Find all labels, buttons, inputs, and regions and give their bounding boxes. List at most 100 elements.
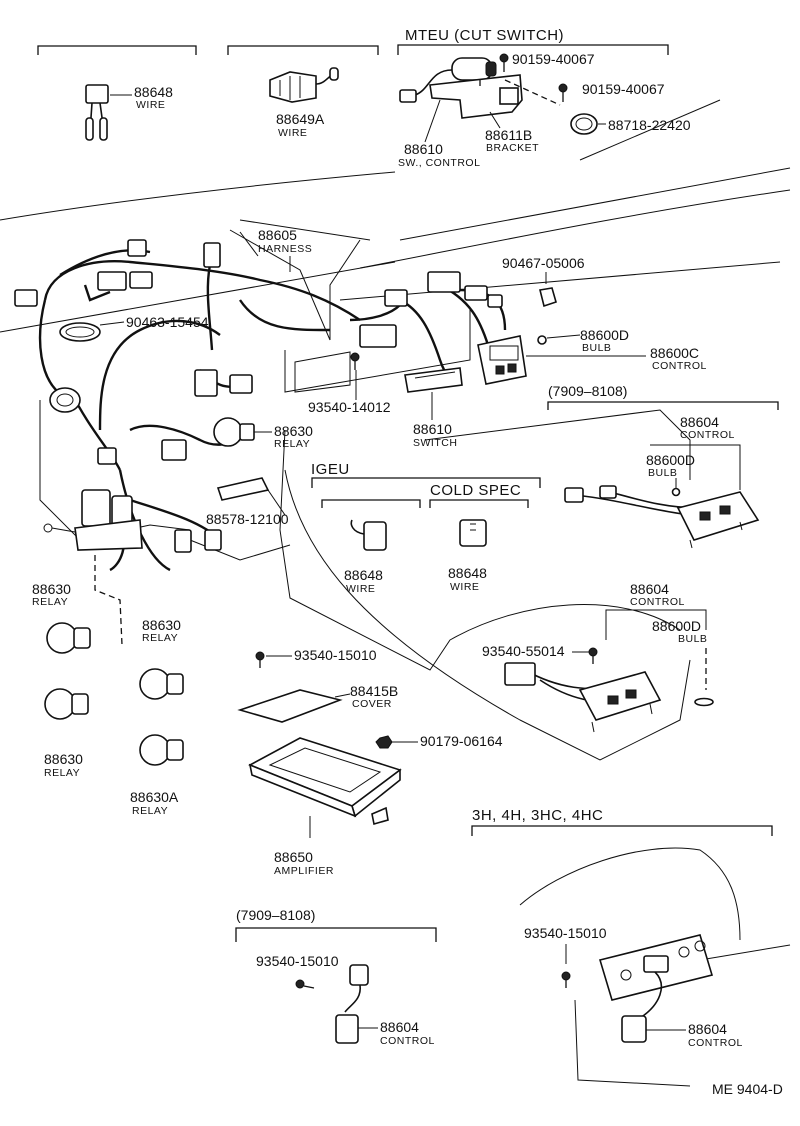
part-number: 88578-12100 — [206, 511, 289, 527]
bolt-icon — [499, 53, 509, 63]
clip-icon — [539, 287, 557, 308]
part-number: 88600D — [652, 618, 701, 634]
part-88630-relay-d[interactable]: 88630 RELAY — [44, 688, 89, 779]
part-name: BULB — [678, 633, 707, 645]
part-88415b-cover[interactable]: 88415B COVER — [237, 683, 398, 723]
control-panel-icon — [578, 671, 662, 721]
part-name: WIRE — [278, 127, 307, 139]
part-88630-relay-c[interactable]: 88630 RELAY — [139, 617, 184, 700]
part-90179-nut[interactable]: 90179-06164 — [375, 733, 503, 749]
part-88604-control-mid[interactable]: 88604 CONTROL 88600D BULB 93540-55014 — [482, 581, 714, 733]
part-93540-15010-screw-a[interactable]: 93540-15010 — [255, 647, 377, 668]
part-88604-control-right[interactable]: 88604 CONTROL 88600D BULB — [564, 414, 760, 549]
part-number: 93540-15010 — [256, 953, 339, 969]
connector-icon — [363, 521, 387, 551]
relay-icon — [139, 668, 171, 700]
switch-icon — [404, 367, 463, 393]
group-bracket-88648-top — [37, 45, 197, 55]
part-number: 88604 — [380, 1019, 419, 1035]
part-number: 88611B — [485, 127, 532, 143]
screw-icon — [588, 647, 598, 657]
part-name: BULB — [648, 467, 677, 479]
part-90467-clip[interactable]: 90467-05006 — [502, 255, 585, 308]
part-88578-pad[interactable]: 88578-12100 — [206, 477, 289, 527]
part-number: 93540-55014 — [482, 643, 565, 659]
part-93540-15010-screw-c[interactable]: 93540-15010 — [524, 925, 607, 988]
cover-icon — [237, 689, 343, 723]
part-93540-15010-screw-b[interactable]: 93540-15010 — [256, 953, 339, 989]
part-88630-relay-b[interactable]: 88630 RELAY — [32, 581, 91, 654]
part-number: 93540-14012 — [308, 399, 391, 415]
part-88604-control-bottom-left[interactable]: 88604 CONTROL — [335, 964, 435, 1047]
bulb-icon — [671, 487, 681, 497]
screw-icon — [255, 651, 265, 661]
part-number: 88630 — [274, 423, 313, 439]
group-bracket-88649a — [227, 45, 379, 55]
part-88650-amplifier[interactable]: 88650 AMPLIFIER — [248, 737, 402, 877]
relay-icon — [213, 417, 243, 447]
part-name: WIRE — [136, 99, 165, 111]
mteu-cut-switch-assembly[interactable]: 90159-40067 90159-40067 88718-22420 8861… — [398, 51, 691, 169]
header-models: 3H, 4H, 3HC, 4HC — [472, 807, 603, 824]
relay-icon — [44, 688, 76, 720]
control-panel-icon — [676, 491, 760, 541]
group-bracket-models: 3H, 4H, 3HC, 4HC — [471, 807, 773, 836]
part-number: 88630A — [130, 789, 179, 805]
part-number: 93540-15010 — [294, 647, 377, 663]
part-number: 90467-05006 — [502, 255, 585, 271]
part-88648-wire-cold[interactable]: 88648 WIRE — [448, 519, 487, 593]
connector-icon — [85, 84, 109, 104]
header-igeu: IGEU — [311, 461, 350, 478]
part-number: 88649A — [276, 111, 325, 127]
part-name: CONTROL — [688, 1037, 743, 1049]
clamp-icon — [59, 322, 101, 342]
part-88630a-relay[interactable]: 88630A RELAY — [130, 734, 184, 817]
part-number: 88630 — [32, 581, 71, 597]
part-name: RELAY — [274, 438, 310, 450]
part-name: RELAY — [32, 596, 68, 608]
part-88605-harness[interactable]: 88605 HARNESS — [14, 227, 361, 572]
part-name: RELAY — [132, 805, 168, 817]
part-number: 90463-15454 — [126, 314, 209, 330]
part-88604-control-bottom-right[interactable]: 88604 CONTROL — [598, 934, 743, 1049]
part-number: 90159-40067 — [512, 51, 595, 67]
relay-icon — [139, 734, 171, 766]
dashboard-outline — [0, 99, 791, 1087]
header-cold-spec: COLD SPEC — [430, 482, 521, 499]
part-name: CONTROL — [652, 360, 707, 372]
part-88648-wire-top[interactable]: 88648 WIRE — [85, 84, 173, 141]
part-number: 88605 — [258, 227, 297, 243]
nut-icon — [375, 735, 393, 749]
part-name: CONTROL — [630, 596, 685, 608]
diagram-code: ME 9404-D — [712, 1081, 783, 1097]
part-90463-clamp[interactable]: 90463-15454 — [59, 314, 209, 342]
part-name: SW., CONTROL — [398, 157, 480, 169]
part-number: 88648 — [344, 567, 383, 583]
bulb-icon — [694, 697, 714, 707]
relay-column — [94, 555, 123, 646]
part-name: COVER — [352, 698, 392, 710]
pad-icon — [216, 477, 270, 501]
part-88649a-wire[interactable]: 88649A WIRE — [269, 67, 339, 139]
part-name: CONTROL — [680, 429, 735, 441]
group-bracket-7909-8108-right: (7909–8108) — [547, 383, 779, 410]
part-name: SWITCH — [413, 437, 457, 449]
part-number: 88610 — [413, 421, 452, 437]
connector-icon — [269, 71, 317, 103]
part-number: 88604 — [680, 414, 719, 430]
part-number: 90159-40067 — [582, 81, 665, 97]
bolt-icon — [558, 83, 568, 93]
center-controls-assembly[interactable]: 88600D BULB 88600C CONTROL 93540-14012 8… — [308, 271, 707, 449]
part-number: 88648 — [134, 84, 173, 100]
connector-icon — [459, 519, 487, 547]
part-name: BRACKET — [486, 142, 539, 154]
clip-ring-icon — [570, 113, 598, 135]
part-number: 88600C — [650, 345, 699, 361]
part-88648-wire-igeu[interactable]: 88648 WIRE — [344, 519, 387, 595]
part-number: 88718-22420 — [608, 117, 691, 133]
part-number: 88604 — [630, 581, 669, 597]
relay-icon — [46, 622, 78, 654]
part-88630-relay-center[interactable]: 88630 RELAY — [213, 417, 313, 450]
part-name: AMPLIFIER — [274, 865, 334, 877]
